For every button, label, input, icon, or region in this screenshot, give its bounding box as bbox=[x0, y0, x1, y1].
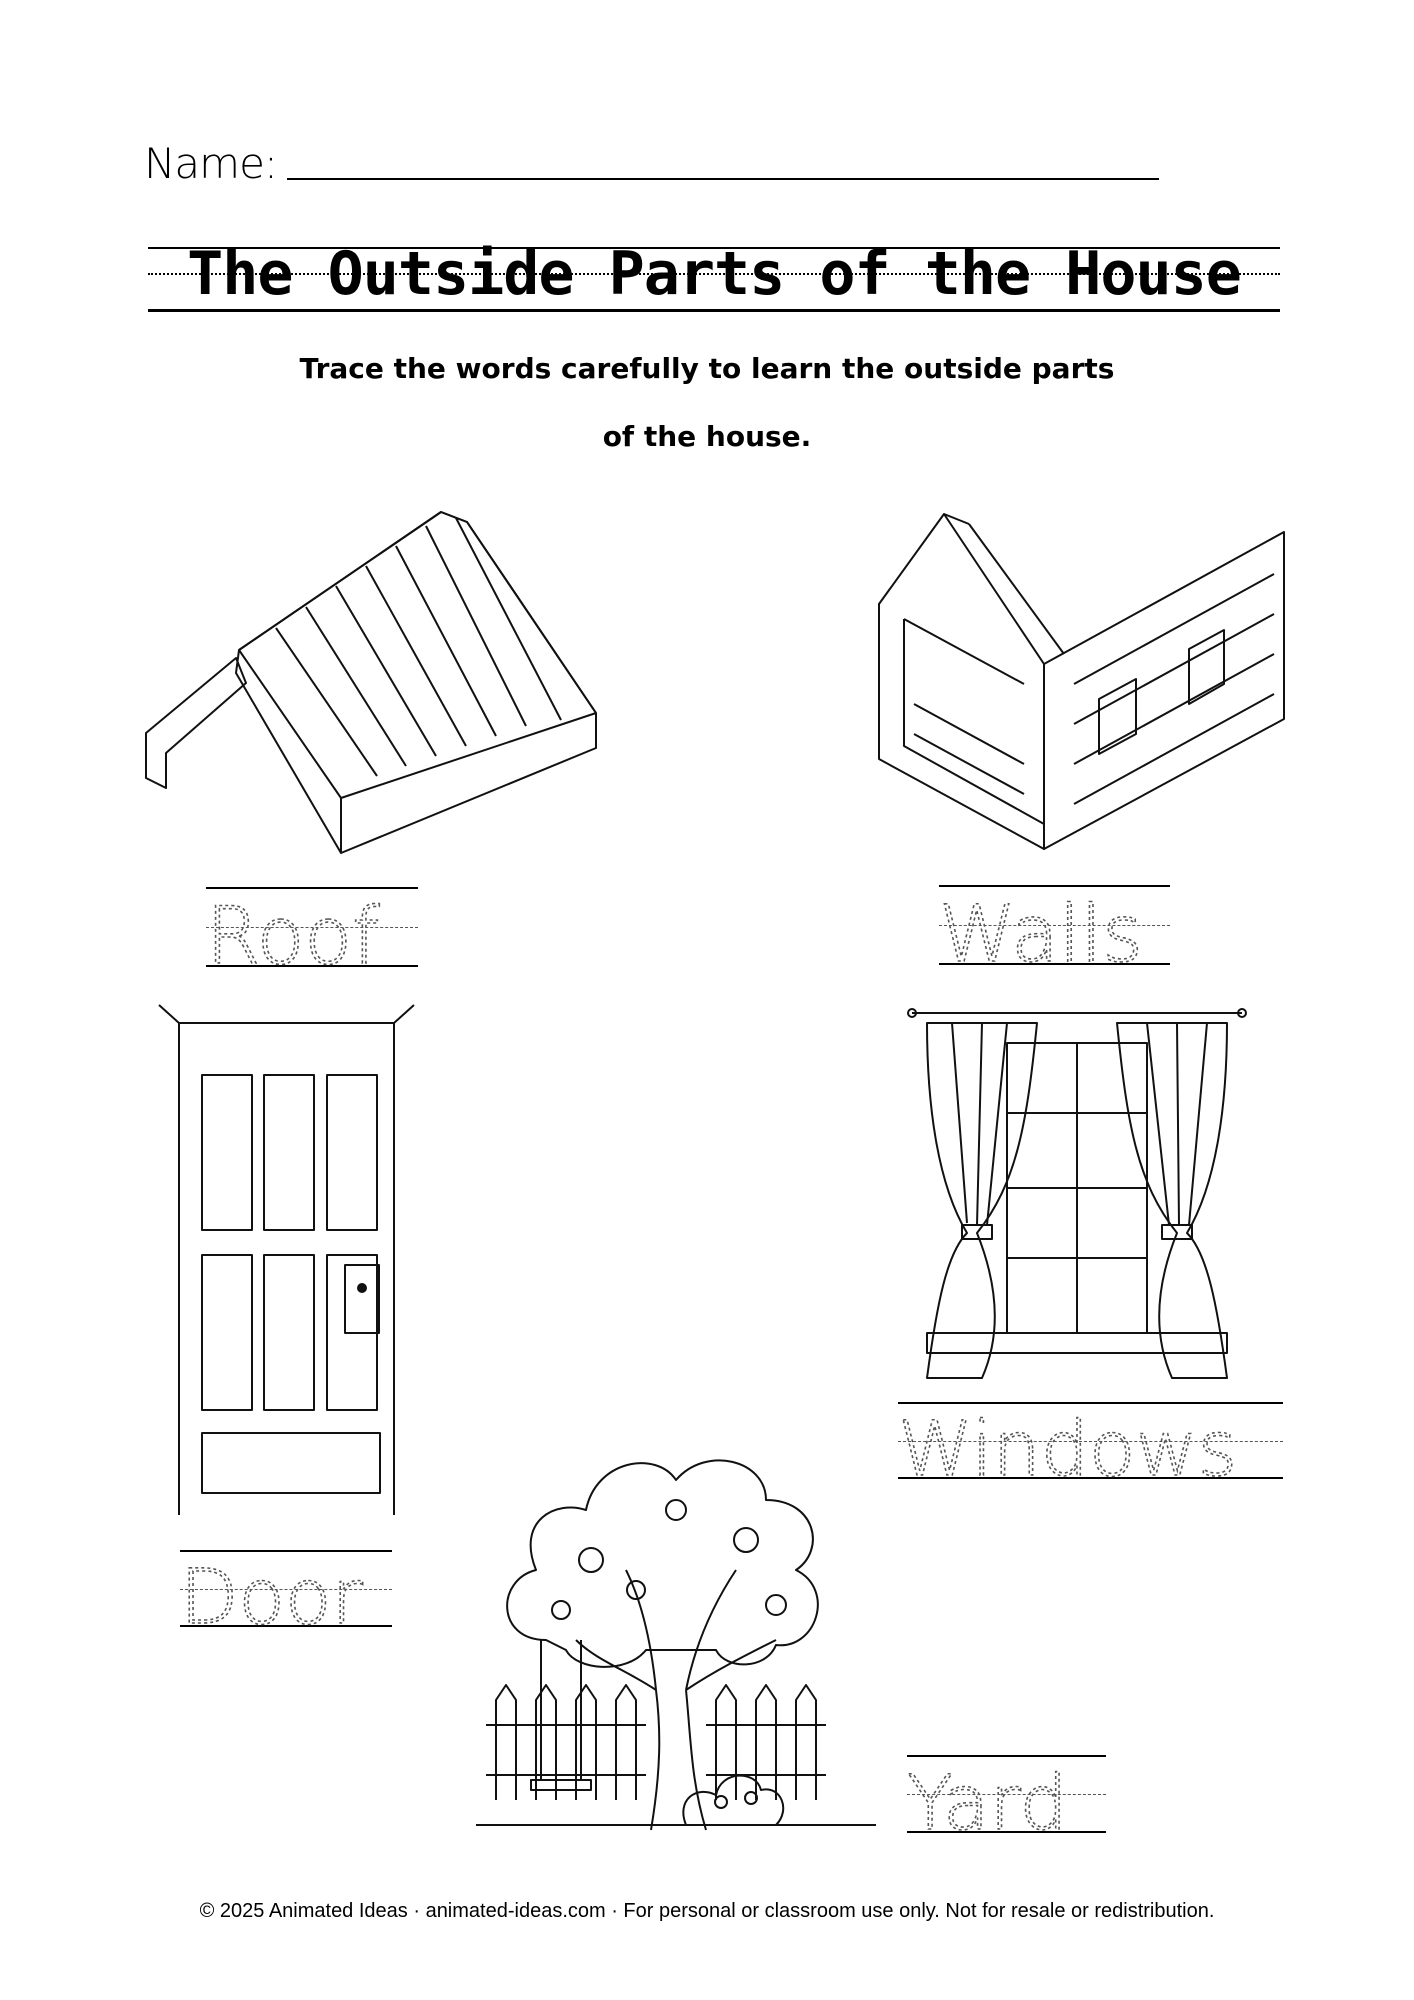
trace-word-yard[interactable]: Yard bbox=[906, 1755, 1106, 1848]
trace-text-roof: Roof bbox=[206, 892, 380, 982]
instructions-line-1: Trace the words carefully to learn the o… bbox=[299, 352, 1115, 385]
window-icon bbox=[907, 1008, 1247, 1379]
yard-tree-icon bbox=[476, 1459, 876, 1831]
trace-text-door: Door bbox=[180, 1552, 364, 1641]
instructions-line-2: of the house. bbox=[602, 420, 812, 453]
page-title: The Outside Parts of the House bbox=[187, 239, 1242, 309]
name-blank-line[interactable] bbox=[287, 138, 1160, 180]
walls-icon bbox=[878, 513, 1285, 850]
title-base-rule bbox=[148, 309, 1280, 312]
title-block: The Outside Parts of the House bbox=[148, 239, 1280, 318]
trace-text-walls: Walls bbox=[939, 890, 1143, 980]
name-label: Name: bbox=[144, 139, 278, 188]
trace-word-door[interactable]: Door bbox=[179, 1550, 392, 1642]
trace-word-walls[interactable]: Walls bbox=[938, 885, 1170, 981]
roof-icon bbox=[145, 511, 597, 854]
trace-word-windows[interactable]: Windows bbox=[897, 1402, 1283, 1494]
title-top-rule bbox=[148, 247, 1280, 249]
trace-word-roof[interactable]: Roof bbox=[205, 887, 418, 983]
door-icon bbox=[158, 1004, 415, 1515]
title-mid-rule bbox=[148, 273, 1280, 275]
trace-text-windows: Windows bbox=[898, 1404, 1237, 1493]
footer-copyright: © 2025 Animated Ideas · animated-ideas.c… bbox=[199, 1900, 1215, 1922]
trace-text-yard: Yard bbox=[907, 1758, 1068, 1847]
name-field[interactable]: Name: bbox=[144, 138, 1160, 188]
